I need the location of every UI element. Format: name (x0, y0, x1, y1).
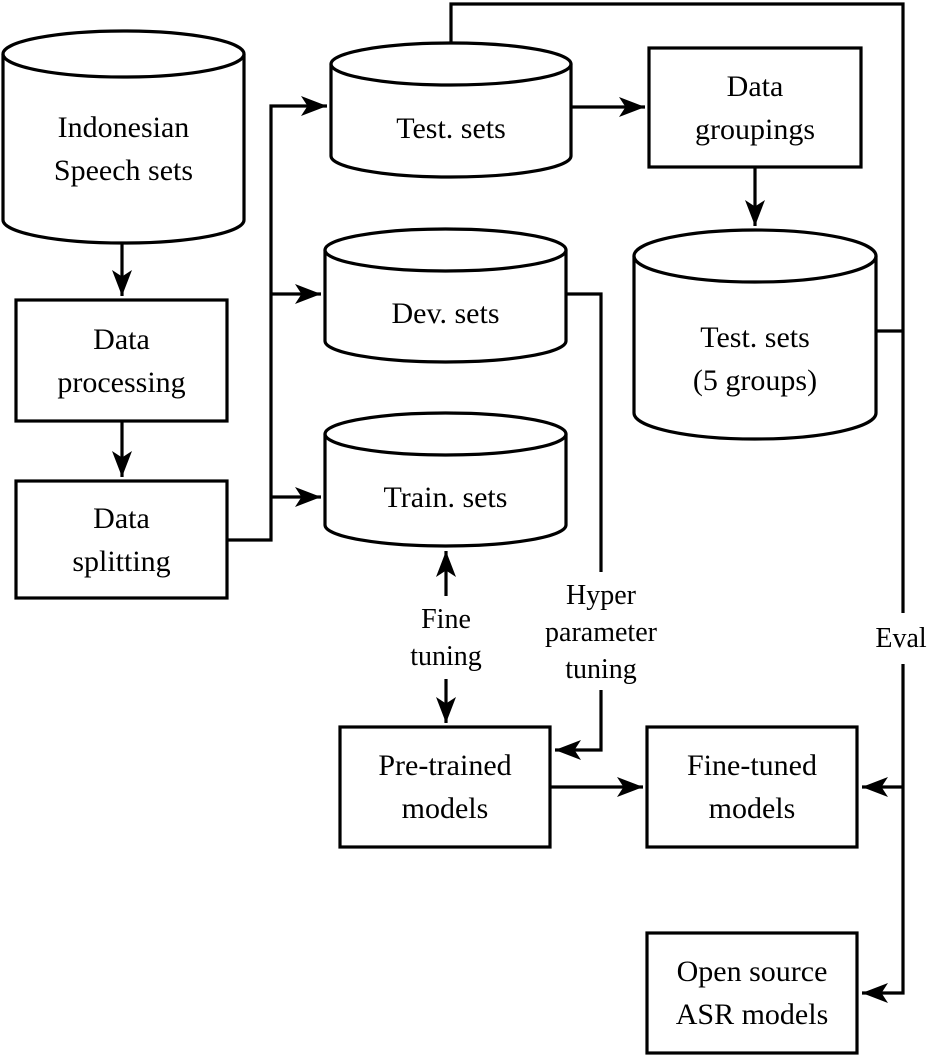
edge-splitting-to-testsets (227, 96, 327, 542)
node-test-sets-5-groups (632, 228, 878, 441)
label-open-source-asr-models: Open source ASR models (675, 955, 829, 1031)
node-train-sets (323, 411, 568, 548)
edge-eval-rail-upper (449, 2, 905, 613)
label-data-splitting: Data splitting (72, 501, 171, 578)
label-test-sets: Test. sets (396, 111, 506, 145)
label-data-processing: Data processing (57, 322, 186, 399)
label-test-sets-5-groups: Test. sets (5 groups) (692, 320, 818, 397)
edge-eval-to-opensource (862, 664, 905, 1003)
label-eval: Eval (875, 622, 927, 654)
label-fine-tuned-models: Fine-tuned models (687, 749, 817, 825)
node-fine-tuned-models (645, 725, 859, 849)
label-hyper-parameter-tuning: Hyper parameter tuning (545, 579, 657, 685)
node-test-sets (329, 41, 573, 179)
label-fine-tuning: Fine tuning (410, 604, 482, 672)
node-data-groupings (647, 46, 863, 169)
label-pre-trained-models: Pre-trained models (378, 749, 512, 825)
edge-devsets-hyper-upper (566, 292, 603, 572)
label-train-sets: Train. sets (383, 481, 508, 514)
label-data-groupings: Data groupings (695, 69, 815, 146)
node-data-splitting (14, 479, 229, 600)
edge-hyper-to-pretrained (555, 690, 603, 760)
node-pre-trained-models (338, 725, 552, 849)
node-data-processing (14, 298, 229, 423)
node-dev-sets (323, 227, 568, 364)
node-indonesian-speech-sets (1, 29, 246, 245)
label-indonesian-speech-sets: Indonesian Speech sets (53, 110, 194, 187)
node-open-source-asr-models (645, 931, 859, 1055)
label-dev-sets: Dev. sets (391, 297, 500, 330)
